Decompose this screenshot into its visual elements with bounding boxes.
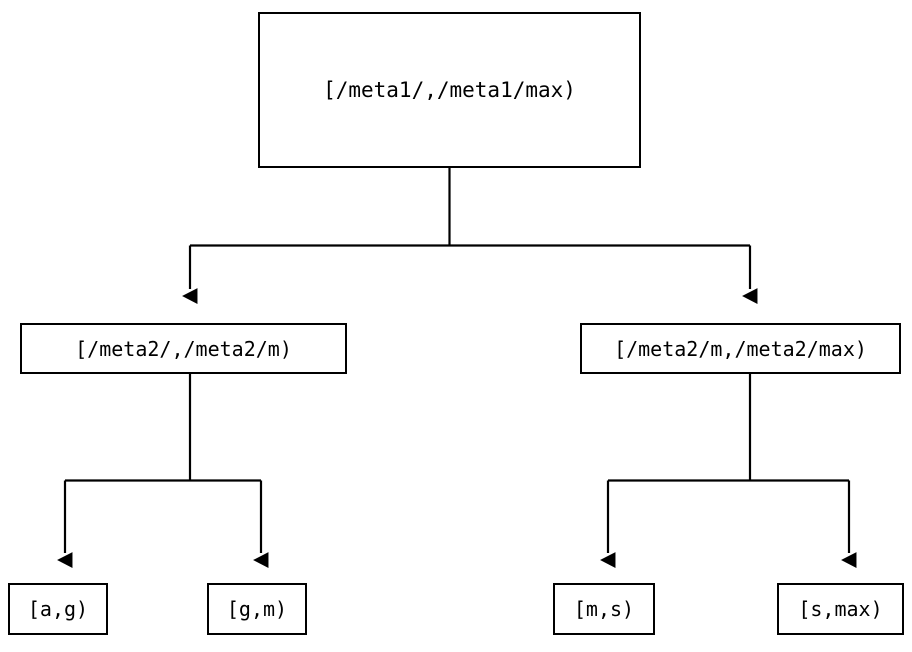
tree-node-mid-right[interactable]: [/meta2/m,/meta2/max) [580, 323, 901, 374]
tree-node-leaf-ag-label: [a,g) [27, 597, 89, 621]
tree-node-leaf-smax[interactable]: [s,max) [777, 583, 904, 635]
tree-node-leaf-ms[interactable]: [m,s) [553, 583, 655, 635]
tree-node-mid-right-label: [/meta2/m,/meta2/max) [614, 336, 867, 361]
tree-node-root[interactable]: [/meta1/,/meta1/max) [258, 12, 641, 168]
tree-node-root-label: [/meta1/,/meta1/max) [323, 77, 576, 102]
tree-node-leaf-gm[interactable]: [g,m) [207, 583, 307, 635]
tree-node-mid-left-label: [/meta2/,/meta2/m) [75, 336, 292, 361]
tree-node-leaf-smax-label: [s,max) [798, 597, 883, 621]
tree-node-leaf-ms-label: [m,s) [573, 597, 635, 621]
tree-node-mid-left[interactable]: [/meta2/,/meta2/m) [20, 323, 347, 374]
tree-node-leaf-gm-label: [g,m) [226, 597, 288, 621]
tree-node-leaf-ag[interactable]: [a,g) [8, 583, 108, 635]
